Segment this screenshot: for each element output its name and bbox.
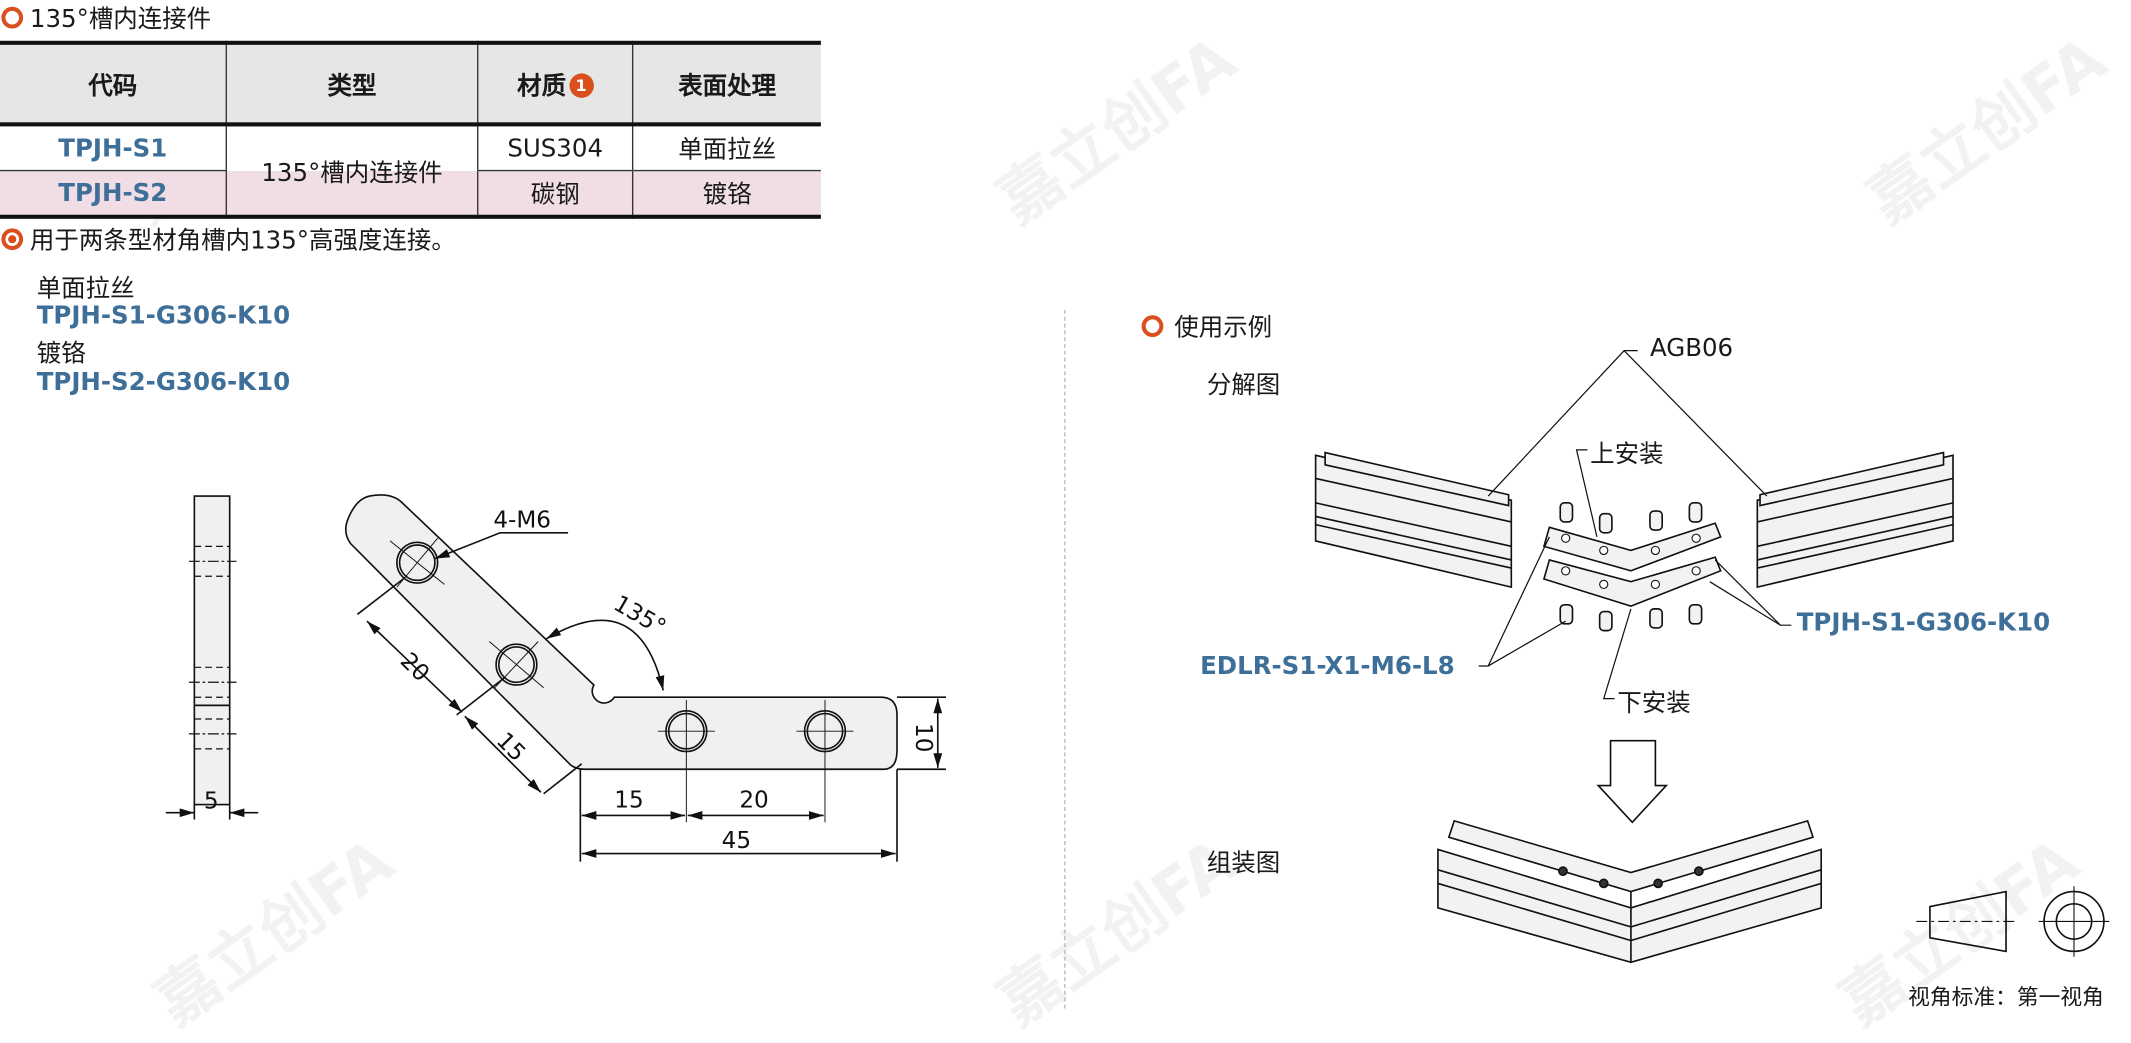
header-finish: 表面处理 bbox=[631, 42, 821, 125]
header-code: 代码 bbox=[88, 71, 138, 100]
assembled-profiles bbox=[1437, 819, 1823, 964]
type-cell: 135°槽内连接件 bbox=[225, 124, 478, 217]
lower-mount-label: 下安装 bbox=[1617, 689, 1691, 718]
upper-bracket bbox=[1542, 522, 1722, 572]
dim-bottom-20: 20 bbox=[739, 787, 768, 813]
right-profile bbox=[1756, 451, 1954, 589]
screws bbox=[1559, 502, 1703, 632]
note-badge: 1 bbox=[568, 72, 594, 98]
description: 用于两条型材角槽内135°高强度连接。 bbox=[29, 226, 456, 256]
connector-part-number[interactable]: TPJH-S1-G306-K10 bbox=[1796, 608, 2051, 638]
left-profile bbox=[1314, 451, 1513, 589]
lower-bracket bbox=[1542, 556, 1722, 608]
section-bullet-icon bbox=[1141, 315, 1164, 338]
part-number[interactable]: TPJH-S2-G306-K10 bbox=[36, 368, 291, 397]
first-angle-projection-icon bbox=[1916, 886, 2110, 957]
table-row: TPJH-S1 135°槽内连接件 SUS304 单面拉丝 bbox=[0, 124, 821, 217]
usage-title: 使用示例 bbox=[1174, 313, 1273, 343]
code-cell[interactable]: TPJH-S1 bbox=[58, 133, 168, 163]
section-bullet-icon bbox=[1, 6, 24, 29]
code-cell[interactable]: TPJH-S2 bbox=[58, 178, 168, 208]
product-sheet: 嘉立创FA 嘉立创FA 嘉立创FA 嘉立创FA 嘉立创FA 嘉立创FA 135°… bbox=[0, 5, 2119, 1040]
finish-label: 镀铬 bbox=[36, 339, 86, 369]
profile-label: AGB06 bbox=[1649, 334, 1734, 363]
finish-cell: 镀铬 bbox=[631, 170, 821, 217]
divider bbox=[1064, 309, 1066, 1009]
dim-overall: 45 bbox=[722, 828, 751, 854]
screw-part-number[interactable]: EDLR-S1-X1-M6-L8 bbox=[1200, 652, 1455, 681]
bullet-icon bbox=[1, 228, 24, 251]
material-cell: SUS304 bbox=[477, 124, 633, 171]
dim-bottom-15: 15 bbox=[614, 787, 643, 813]
dimension-drawing: 4-M6 135° 5 20 15 15 20 45 10 bbox=[165, 494, 946, 862]
finish-cell: 单面拉丝 bbox=[631, 124, 821, 171]
dim-height: 10 bbox=[910, 723, 936, 752]
down-arrow-icon bbox=[1596, 739, 1669, 824]
material-cell: 碳钢 bbox=[477, 170, 633, 217]
view-standard: 视角标准：第一视角 bbox=[1908, 983, 2104, 1010]
part-number[interactable]: TPJH-S1-G306-K10 bbox=[36, 301, 291, 331]
header-type: 类型 bbox=[225, 42, 478, 125]
hole-label: 4-M6 bbox=[493, 507, 551, 533]
header-material-label: 材质 bbox=[517, 71, 567, 100]
dim-thickness: 5 bbox=[204, 789, 219, 815]
finish-label: 单面拉丝 bbox=[36, 274, 135, 304]
assembled-label: 组装图 bbox=[1206, 849, 1281, 878]
exploded-label: 分解图 bbox=[1206, 371, 1281, 400]
side-view bbox=[193, 495, 231, 806]
page-title: 135°槽内连接件 bbox=[29, 5, 212, 34]
upper-mount-label: 上安装 bbox=[1590, 440, 1664, 469]
usage-illustration bbox=[1314, 350, 2110, 964]
